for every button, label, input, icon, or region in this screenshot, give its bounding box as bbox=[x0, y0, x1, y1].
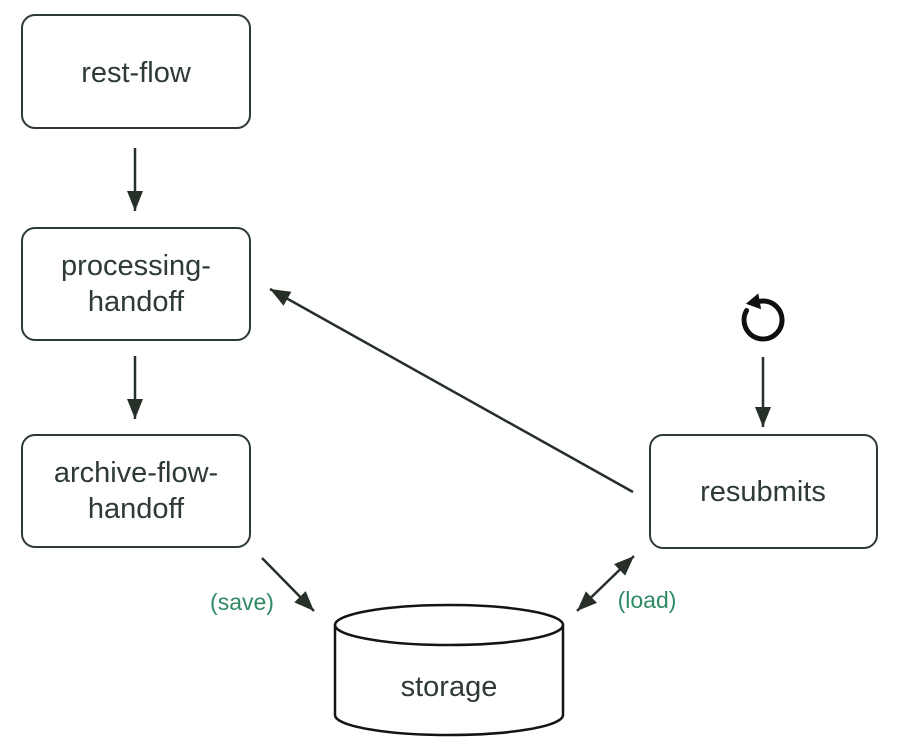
node-processing-handoff-box bbox=[21, 227, 251, 341]
node-rest-flow: rest-flow bbox=[21, 14, 251, 129]
node-rest-flow-box bbox=[21, 14, 251, 129]
storage-cylinder-body bbox=[333, 625, 565, 737]
node-rest-flow-label: rest-flow bbox=[81, 57, 192, 89]
node-resubmits-label: resubmits bbox=[700, 476, 826, 508]
node-archive-flow-handoff: archive-flow- handoff bbox=[21, 434, 251, 548]
node-archive-flow-handoff-label-line1: archive-flow- bbox=[54, 457, 218, 489]
edge-archive-to-storage bbox=[261, 557, 315, 612]
node-processing-handoff: processing- handoff bbox=[21, 227, 251, 341]
edge-resubmits-to-processing bbox=[269, 287, 634, 494]
node-resubmits-box bbox=[649, 434, 878, 549]
node-archive-flow-handoff-label-line2: handoff bbox=[88, 493, 185, 525]
edge-label-save: (save) bbox=[210, 589, 274, 615]
node-resubmits: resubmits bbox=[649, 434, 878, 549]
node-storage: storage bbox=[333, 603, 565, 737]
edge-storage-resubmits-double bbox=[576, 555, 635, 612]
retry-arrowhead bbox=[745, 293, 762, 310]
storage-cylinder-top bbox=[333, 603, 565, 647]
retry-arc bbox=[741, 298, 785, 342]
edge-label-load: (load) bbox=[618, 587, 677, 613]
counterclockwise-rotate-icon bbox=[741, 293, 785, 342]
node-processing-handoff-label-line2: handoff bbox=[88, 286, 185, 318]
node-storage-label: storage bbox=[401, 671, 498, 703]
node-processing-handoff-label-line1: processing- bbox=[61, 250, 211, 282]
node-archive-flow-handoff-box bbox=[21, 434, 251, 548]
edges bbox=[127, 148, 771, 612]
